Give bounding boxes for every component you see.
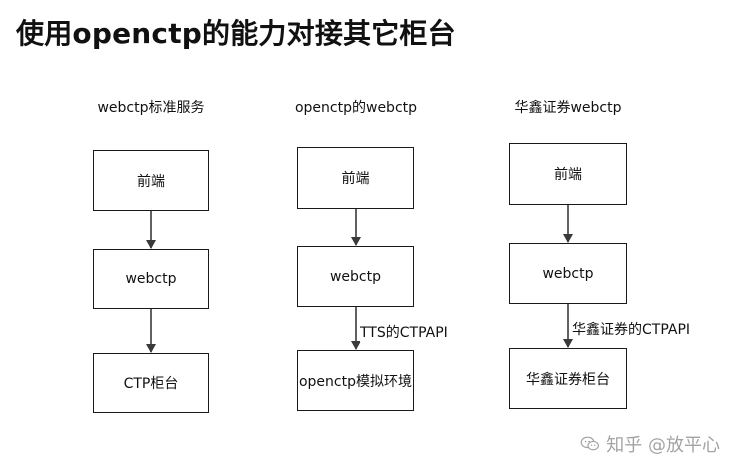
- col1-box-ctp-counter: CTP柜台: [93, 353, 209, 413]
- column-heading-openctp-webctp: openctp的webctp: [294, 100, 418, 116]
- col2-box-webctp: webctp: [297, 246, 414, 307]
- page-title: 使用openctp的能力对接其它柜台: [16, 17, 456, 50]
- edge-label-tts-ctpapi: TTS的CTPAPI: [360, 322, 448, 342]
- col2-box-frontend: 前端: [297, 147, 414, 209]
- column-heading-webctp-standard: webctp标准服务: [97, 100, 205, 116]
- col3-box-frontend: 前端: [509, 143, 627, 205]
- watermark: 知乎 @放平心: [580, 431, 720, 457]
- col3-box-huaxin-counter: 华鑫证券柜台: [509, 348, 627, 409]
- col1-box-frontend: 前端: [93, 150, 209, 211]
- col2-box-openctp-sim: openctp模拟环境: [297, 350, 414, 411]
- edge-label-huaxin-ctpapi: 华鑫证券的CTPAPI: [572, 319, 691, 339]
- col1-box-webctp: webctp: [93, 249, 209, 309]
- col3-box-webctp: webctp: [509, 243, 627, 304]
- watermark-text: 知乎 @放平心: [606, 435, 720, 456]
- wechat-icon: [580, 436, 600, 451]
- column-heading-huaxin-webctp: 华鑫证券webctp: [514, 100, 622, 116]
